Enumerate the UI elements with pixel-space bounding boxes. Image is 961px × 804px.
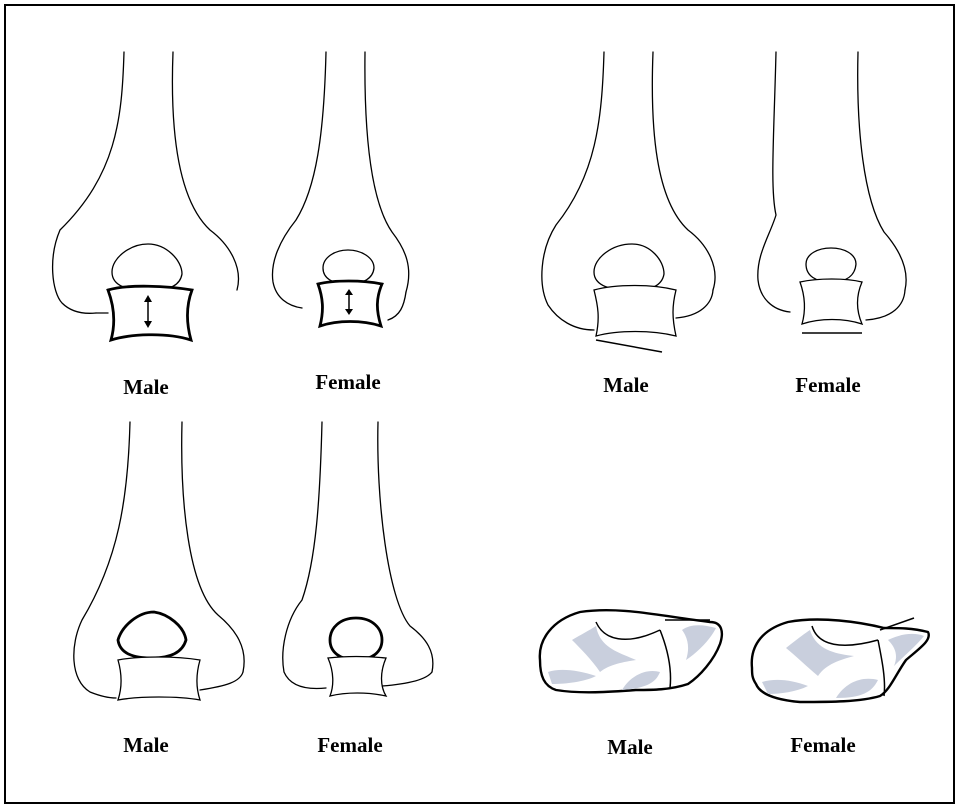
trochlea	[328, 657, 386, 697]
humerus-top-right-male	[542, 52, 715, 352]
label-bottom-right-male: Male	[607, 735, 652, 760]
capitulum	[112, 244, 182, 290]
distal-humerus-sagittal-female	[752, 618, 929, 702]
trochlea	[318, 281, 382, 326]
trochlea	[800, 279, 862, 324]
label-top-right-male: Male	[603, 373, 648, 398]
trochlea	[594, 286, 676, 337]
label-bottom-right-female: Female	[790, 733, 855, 758]
label-top-left-male: Male	[123, 375, 168, 400]
capitulum	[323, 250, 374, 284]
capitulum	[806, 248, 856, 282]
capitulum	[594, 244, 664, 290]
humerus-top-left-male	[53, 52, 239, 340]
label-top-right-female: Female	[795, 373, 860, 398]
label-bottom-left-female: Female	[317, 733, 382, 758]
trochlea	[108, 286, 192, 340]
label-top-left-female: Female	[315, 370, 380, 395]
label-bottom-left-male: Male	[123, 733, 168, 758]
capitulum	[118, 612, 186, 658]
distal-humerus-sagittal-male	[540, 610, 722, 692]
trochlea	[118, 657, 200, 700]
humerus-bottom-left-female	[283, 422, 433, 696]
humerus-bottom-left-male	[74, 422, 244, 700]
humerus-top-right-female	[758, 52, 906, 333]
capitulum	[330, 618, 382, 660]
humerus-top-left-female	[272, 52, 408, 326]
